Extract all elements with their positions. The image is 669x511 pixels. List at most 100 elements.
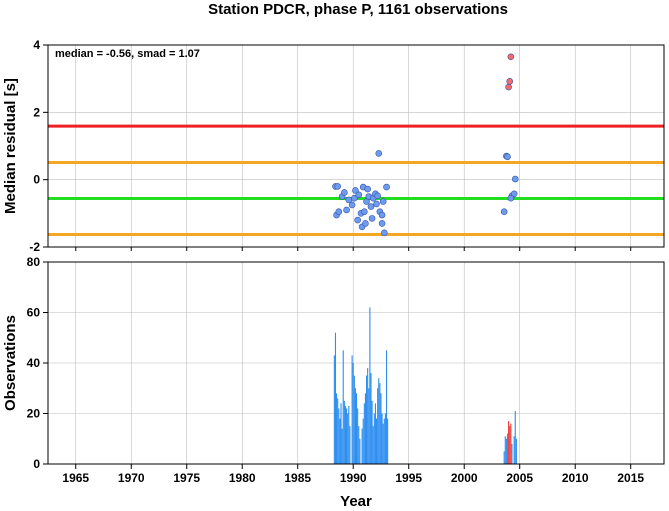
residual-point bbox=[362, 220, 369, 227]
observations-bar bbox=[515, 438, 517, 464]
observations-bar bbox=[367, 368, 369, 464]
residual-point bbox=[334, 183, 341, 190]
residual-y-tick-label: 0 bbox=[33, 173, 40, 187]
observations-bar bbox=[361, 428, 363, 464]
residual-panel-background bbox=[48, 45, 664, 247]
residual-point bbox=[507, 194, 515, 202]
observations-bar bbox=[356, 393, 358, 464]
residual-point bbox=[373, 200, 380, 208]
observations-bar bbox=[338, 408, 340, 464]
observations-bar bbox=[337, 398, 339, 464]
observations-bar bbox=[363, 403, 365, 464]
observations-bar bbox=[364, 393, 366, 464]
residual-y-tick-label: -2 bbox=[29, 240, 40, 254]
residual-point bbox=[511, 175, 519, 183]
observations-bar bbox=[359, 438, 361, 464]
observations-bar bbox=[370, 373, 372, 464]
observations-bar bbox=[341, 428, 343, 464]
observations-bar bbox=[374, 403, 376, 464]
year-x-axis-label: Year bbox=[340, 493, 372, 510]
residual-point bbox=[375, 150, 383, 157]
residual-point bbox=[505, 83, 512, 91]
observations-bar bbox=[504, 436, 506, 464]
observations-bar bbox=[357, 408, 359, 464]
residual-point bbox=[368, 215, 376, 222]
observations-bar bbox=[351, 355, 353, 464]
observations-bar bbox=[352, 363, 354, 464]
residual-point bbox=[378, 220, 386, 227]
observations-bar bbox=[368, 388, 370, 464]
observations-bar bbox=[381, 413, 383, 464]
year-x-tick-label: 1965 bbox=[62, 471, 89, 485]
observations-bar bbox=[349, 426, 351, 464]
observations-bar bbox=[347, 413, 349, 464]
residual-point bbox=[378, 211, 386, 219]
residual-point bbox=[510, 190, 518, 198]
observations-bar bbox=[354, 388, 356, 464]
residual-point bbox=[354, 216, 361, 224]
residual-point bbox=[367, 203, 375, 210]
observations-bar bbox=[346, 408, 348, 464]
observations-bar bbox=[348, 405, 350, 464]
residual-point bbox=[500, 208, 508, 215]
observations-bar bbox=[510, 423, 512, 464]
observations-y-tick-label: 40 bbox=[27, 356, 41, 370]
observations-bar bbox=[503, 451, 505, 464]
residual-point bbox=[374, 192, 381, 200]
observations-bar bbox=[513, 436, 515, 464]
residual-y-ticks: -2 0 2 4 bbox=[29, 38, 632, 254]
observations-bar bbox=[342, 350, 344, 464]
residual-point bbox=[381, 229, 388, 237]
residual-point bbox=[341, 189, 348, 196]
observations-y-tick-label: 80 bbox=[27, 255, 41, 269]
year-x-tick-label: 2005 bbox=[506, 471, 533, 485]
observations-bar bbox=[339, 418, 341, 464]
chart-title: Station PDCR, phase P, 1161 observations bbox=[208, 1, 508, 18]
observations-bar bbox=[336, 393, 338, 464]
year-x-tick-label: 2015 bbox=[617, 471, 644, 485]
observations-bar bbox=[506, 433, 509, 464]
residual-point bbox=[335, 208, 343, 215]
observations-y-axis-label: Observations bbox=[2, 315, 19, 411]
observations-bar bbox=[373, 413, 375, 464]
observations-bar bbox=[340, 403, 342, 464]
observations-bar bbox=[385, 350, 388, 464]
observations-bar bbox=[343, 400, 345, 464]
observations-bar bbox=[372, 426, 374, 464]
residual-point bbox=[507, 53, 515, 61]
observations-bar bbox=[514, 410, 516, 464]
observations-bar bbox=[508, 421, 510, 464]
year-x-tick-label: 2000 bbox=[451, 471, 478, 485]
observations-bar bbox=[353, 375, 355, 464]
observations-bar bbox=[365, 375, 368, 464]
year-x-tick-label: 1995 bbox=[395, 471, 422, 485]
observations-bar bbox=[358, 426, 360, 464]
observations-bar bbox=[344, 405, 347, 464]
residual-points bbox=[332, 53, 519, 237]
residual-y-tick-label: 4 bbox=[33, 38, 40, 52]
observations-bar bbox=[369, 307, 371, 464]
residual-point bbox=[506, 78, 514, 85]
year-x-tick-label: 1970 bbox=[118, 471, 145, 485]
observations-bar bbox=[511, 443, 513, 464]
observations-bar bbox=[380, 393, 382, 464]
year-x-tick-label: 1990 bbox=[340, 471, 367, 485]
observations-y-tick-label: 0 bbox=[33, 457, 40, 471]
residual-point bbox=[364, 185, 371, 193]
year-x-tick-label: 1985 bbox=[284, 471, 311, 485]
residual-point bbox=[361, 208, 368, 215]
residual-point bbox=[348, 201, 356, 209]
observations-bar bbox=[384, 413, 386, 464]
residual-point bbox=[355, 191, 363, 199]
residual-point bbox=[504, 153, 511, 161]
residual-panel-frame bbox=[47, 44, 665, 248]
residual-y-tick-label: 2 bbox=[33, 105, 40, 119]
observations-bar bbox=[333, 355, 335, 464]
observations-bar bbox=[375, 418, 378, 464]
observations-bar bbox=[387, 418, 389, 464]
observations-bar bbox=[383, 418, 385, 464]
residual-annotation: median = -0.56, smad = 1.07 bbox=[55, 48, 200, 60]
